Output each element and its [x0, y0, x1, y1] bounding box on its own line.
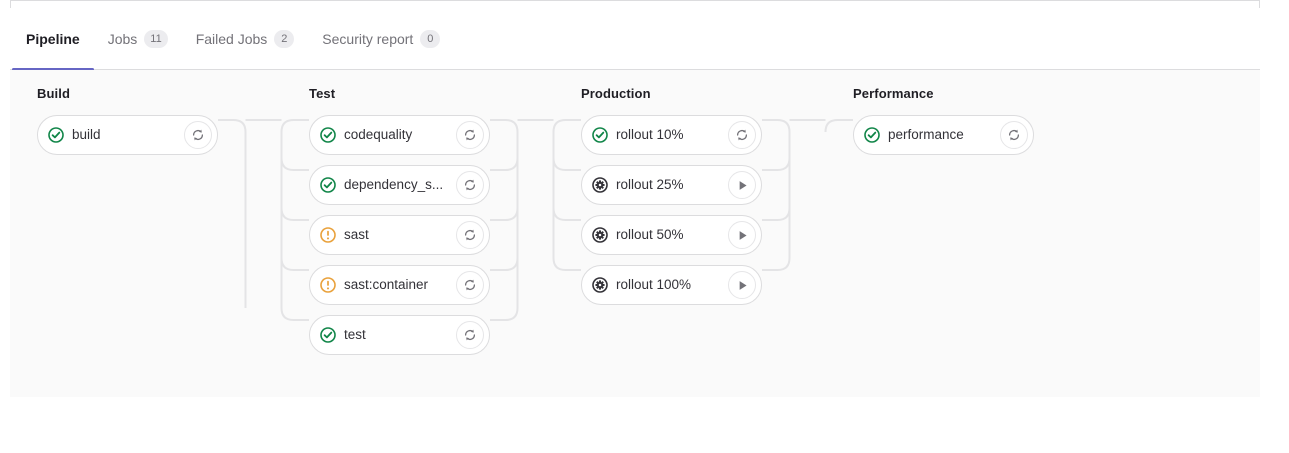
- retry-icon: [1008, 129, 1020, 141]
- status-warning-icon: [320, 277, 336, 293]
- status-manual-icon: [592, 227, 608, 243]
- tab-security-report[interactable]: Security report 0: [308, 22, 454, 70]
- tab-badge: 11: [144, 30, 168, 48]
- job-pill[interactable]: codequality: [309, 115, 490, 155]
- status-success-icon: [320, 127, 336, 143]
- stage-job-list: rollout 10% rollout 25% rollout 50% rollout…: [581, 115, 826, 305]
- stage-job-list: performance: [853, 115, 1098, 155]
- status-success-icon: [320, 327, 336, 343]
- stage-job-list: codequality dependency_s...sast sast:conta…: [309, 115, 554, 355]
- tab-badge: 2: [274, 30, 295, 48]
- play-job-button[interactable]: [728, 221, 756, 249]
- play-job-button[interactable]: [728, 171, 756, 199]
- stage-title: Build: [37, 86, 70, 101]
- pipeline-tabs: Pipeline Jobs 11 Failed Jobs 2 Security repor…: [10, 22, 1260, 71]
- play-icon: [739, 230, 747, 240]
- job-name: test: [344, 327, 366, 342]
- retry-job-button[interactable]: [184, 121, 212, 149]
- job-pill[interactable]: rollout 10%: [581, 115, 762, 155]
- pipeline-stage: Build build: [10, 70, 282, 155]
- retry-icon: [736, 129, 748, 141]
- status-success-icon: [320, 177, 336, 193]
- retry-job-button[interactable]: [456, 321, 484, 349]
- job-name: rollout 50%: [616, 227, 684, 242]
- retry-icon: [464, 179, 476, 191]
- job-pill[interactable]: performance: [853, 115, 1034, 155]
- tab-label: Security report: [322, 31, 414, 47]
- pipeline-graph-panel: Build build Test codequality dependency_s...…: [10, 70, 1260, 397]
- job-name: rollout 100%: [616, 277, 692, 292]
- stage-job-list: build: [37, 115, 282, 155]
- job-pill[interactable]: rollout 50%: [581, 215, 762, 255]
- play-job-button[interactable]: [728, 271, 756, 299]
- tab-jobs[interactable]: Jobs 11: [94, 22, 182, 70]
- job-name: rollout 25%: [616, 177, 684, 192]
- pipeline-stage: Performance performance: [826, 70, 1098, 155]
- retry-icon: [464, 329, 476, 341]
- stage-title: Test: [309, 86, 336, 101]
- play-icon: [739, 280, 747, 290]
- status-manual-icon: [592, 277, 608, 293]
- status-success-icon: [48, 127, 64, 143]
- job-name: rollout 10%: [616, 127, 684, 142]
- play-icon: [739, 180, 747, 190]
- job-name: sast: [344, 227, 369, 242]
- tab-failed-jobs[interactable]: Failed Jobs 2: [182, 22, 309, 70]
- pipeline-stages: Build build Test codequality dependency_s...…: [10, 70, 1098, 355]
- retry-icon: [192, 129, 204, 141]
- job-pill[interactable]: sast:container: [309, 265, 490, 305]
- tab-pipeline[interactable]: Pipeline: [12, 22, 94, 71]
- status-success-icon: [864, 127, 880, 143]
- job-name: sast:container: [344, 277, 429, 292]
- job-pill[interactable]: rollout 100%: [581, 265, 762, 305]
- retry-icon: [464, 229, 476, 241]
- status-warning-icon: [320, 227, 336, 243]
- job-name: build: [72, 127, 101, 142]
- retry-job-button[interactable]: [728, 121, 756, 149]
- status-success-icon: [592, 127, 608, 143]
- job-name: performance: [888, 127, 964, 142]
- retry-job-button[interactable]: [456, 221, 484, 249]
- retry-job-button[interactable]: [1000, 121, 1028, 149]
- retry-icon: [464, 129, 476, 141]
- stage-title: Performance: [853, 86, 934, 101]
- card-top-edge: [10, 0, 1260, 8]
- job-name: codequality: [344, 127, 413, 142]
- job-pill[interactable]: dependency_s...: [309, 165, 490, 205]
- pipeline-stage: Test codequality dependency_s...sast sast:c…: [282, 70, 554, 355]
- job-name: dependency_s...: [344, 177, 444, 192]
- job-pill[interactable]: sast: [309, 215, 490, 255]
- tab-label: Failed Jobs: [195, 31, 268, 47]
- job-pill[interactable]: test: [309, 315, 490, 355]
- retry-job-button[interactable]: [456, 171, 484, 199]
- retry-icon: [464, 279, 476, 291]
- tab-label: Jobs: [107, 31, 138, 47]
- status-manual-icon: [592, 177, 608, 193]
- retry-job-button[interactable]: [456, 271, 484, 299]
- retry-job-button[interactable]: [456, 121, 484, 149]
- tab-label: Pipeline: [26, 31, 80, 47]
- stage-title: Production: [581, 86, 651, 101]
- job-pill[interactable]: build: [37, 115, 218, 155]
- job-pill[interactable]: rollout 25%: [581, 165, 762, 205]
- tab-badge: 0: [420, 30, 441, 48]
